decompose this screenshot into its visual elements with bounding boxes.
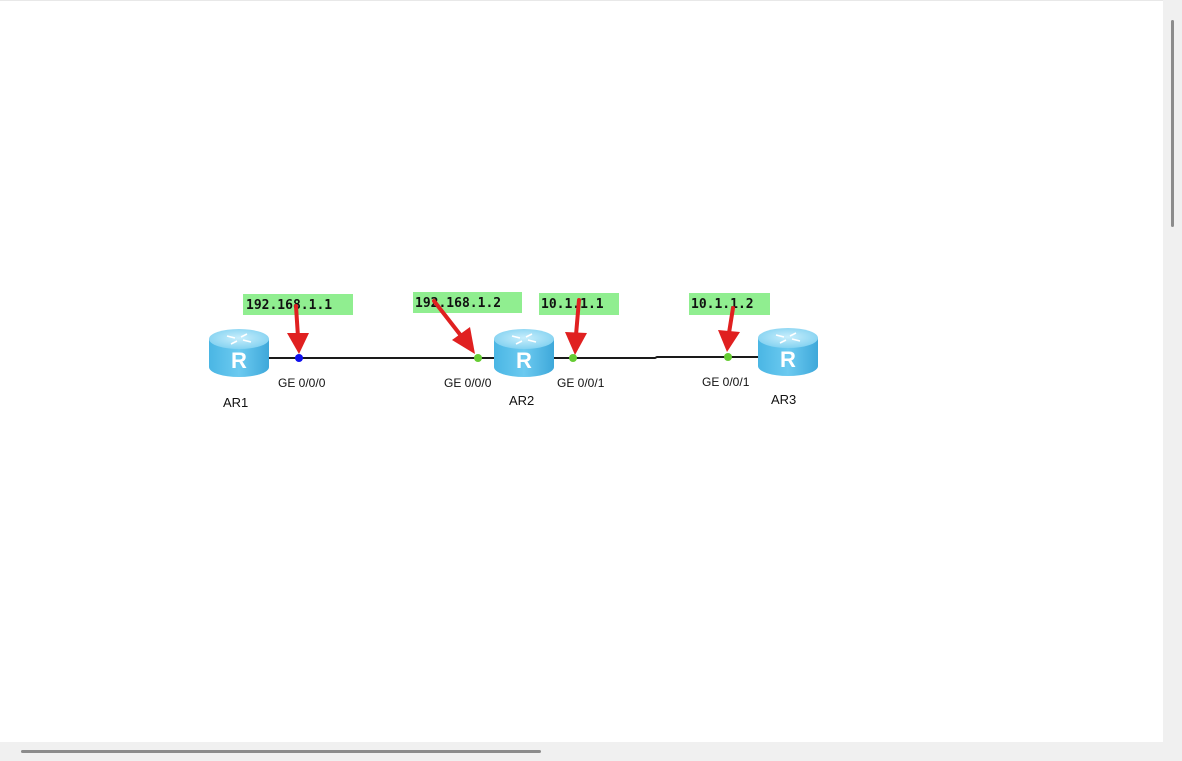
router-icon <box>209 339 269 377</box>
vertical-scrollbar-thumb[interactable] <box>1171 20 1174 227</box>
ports-layer <box>295 353 732 362</box>
device-label-ar3: AR3 <box>771 392 796 407</box>
arrow-icon <box>718 306 740 352</box>
ip-tag-bg <box>243 294 353 315</box>
router-icon-arrows <box>511 333 537 345</box>
router-icon-letter: R <box>780 347 796 372</box>
ip-text-ar1-ge000: 192.168.1.1 <box>246 298 332 313</box>
ip-labels-layer: 192.168.1.1 192.168.1.2 10.1.1.1 10.1.1.… <box>243 292 770 315</box>
arrow-icon <box>565 298 587 355</box>
port-label-ar1-ge000: GE 0/0/0 <box>278 376 326 390</box>
port-dot-ar2-ge000[interactable] <box>474 354 482 362</box>
link-ar2-ar3[interactable] <box>553 356 760 359</box>
router-icon-top <box>758 328 818 348</box>
device-label-ar2: AR2 <box>509 393 534 408</box>
links-layer <box>268 356 760 359</box>
arrow-icon <box>432 299 475 354</box>
arrow-icon <box>287 304 309 354</box>
port-label-ar2-ge001: GE 0/0/1 <box>557 376 605 390</box>
router-icon-letter: R <box>516 348 532 373</box>
router-icon-letter: R <box>231 348 247 373</box>
device-label-ar1: AR1 <box>223 395 248 410</box>
arrows-layer <box>287 298 740 355</box>
horizontal-scrollbar-thumb[interactable] <box>21 750 541 753</box>
ip-tag-ar2-ge000[interactable]: 192.168.1.2 <box>413 292 522 313</box>
ip-text-ar2-ge000: 192.168.1.2 <box>415 296 501 311</box>
router-icon-top <box>209 329 269 349</box>
router-ar1[interactable]: R <box>209 329 269 377</box>
ip-tag-ar1-ge000[interactable]: 192.168.1.1 <box>243 294 353 315</box>
router-icon-arrows <box>226 333 252 345</box>
port-label-ar2-ge000: GE 0/0/0 <box>444 376 492 390</box>
vertical-scrollbar[interactable] <box>1163 0 1182 742</box>
device-labels-layer: AR1 AR2 AR3 <box>223 392 796 410</box>
router-icon-arrows <box>775 332 801 344</box>
port-dot-ar1-ge000[interactable] <box>295 354 303 362</box>
ip-tag-ar3-ge001[interactable]: 10.1.1.2 <box>689 293 770 315</box>
ip-text-ar3-ge001: 10.1.1.2 <box>691 297 754 312</box>
router-icon-top <box>494 329 554 349</box>
ip-tag-bg <box>689 293 770 315</box>
port-dot-ar3-ge001[interactable] <box>724 353 732 361</box>
router-icon <box>758 338 818 376</box>
horizontal-scrollbar[interactable] <box>0 742 1182 761</box>
router-icon <box>494 339 554 377</box>
port-dot-ar2-ge001[interactable] <box>569 354 577 362</box>
ip-text-ar2-ge001: 10.1.1.1 <box>541 297 604 312</box>
port-label-ar3-ge001: GE 0/0/1 <box>702 375 750 389</box>
router-ar2[interactable]: R <box>494 329 554 377</box>
port-labels-layer: GE 0/0/0 GE 0/0/0 GE 0/0/1 GE 0/0/1 <box>278 375 750 390</box>
router-ar3[interactable]: R <box>758 328 818 376</box>
